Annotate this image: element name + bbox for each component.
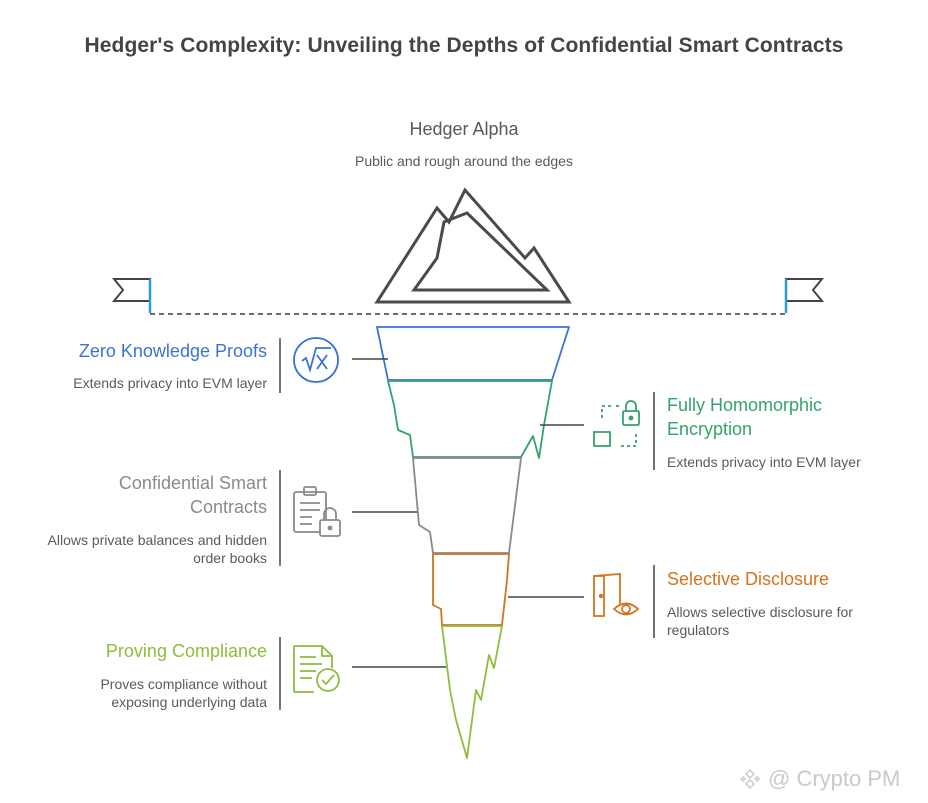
watermark: @ Crypto PM xyxy=(738,762,924,796)
contract-lock-icon xyxy=(294,487,340,536)
layer-sd-shape xyxy=(433,554,509,625)
sd-description: Allows selective disclosure for regulato… xyxy=(667,603,917,639)
layer-pc-shape xyxy=(442,626,502,758)
water-line xyxy=(114,279,822,314)
watermark-text: @ Crypto PM xyxy=(768,766,900,792)
underwater-layers xyxy=(377,327,569,758)
iceberg-tip-icon xyxy=(377,190,569,302)
sd-title: Selective Disclosure xyxy=(667,567,917,591)
fhe-description: Extends privacy into EVM layer xyxy=(667,453,917,471)
csc-description: Allows private balances and hidden order… xyxy=(20,531,267,567)
layer-csc-shape xyxy=(413,458,521,553)
document-check-icon xyxy=(294,646,339,692)
fhe-title: Fully Homomorphic Encryption xyxy=(667,393,917,441)
zkp-description: Extends privacy into EVM layer xyxy=(20,374,267,392)
encryption-lock-icon xyxy=(594,401,639,446)
door-eye-icon xyxy=(594,574,638,616)
square-root-x-icon xyxy=(294,338,338,382)
pc-description: Proves compliance without exposing under… xyxy=(20,675,267,711)
layer-fhe-shape xyxy=(388,381,552,458)
zkp-title: Zero Knowledge Proofs xyxy=(20,339,267,363)
csc-title: Confidential Smart Contracts xyxy=(20,471,267,519)
layer-zkp-shape xyxy=(377,327,569,380)
pc-title: Proving Compliance xyxy=(20,639,267,663)
binance-logo-icon xyxy=(738,767,762,791)
